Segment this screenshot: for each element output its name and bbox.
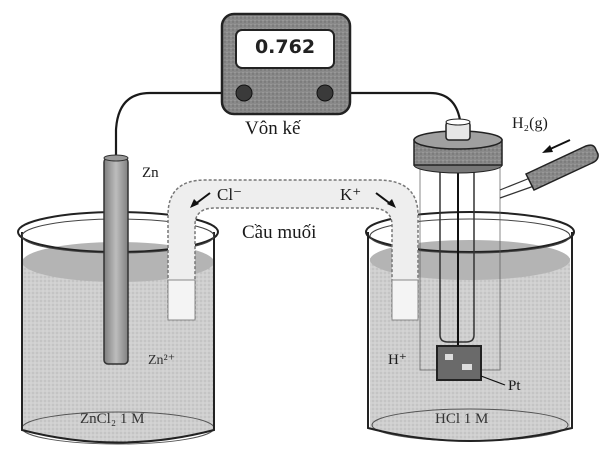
- salt-bridge-label: Cầu muối: [242, 222, 317, 243]
- zinc-electrode-label: Zn: [142, 165, 159, 181]
- hydrogen-ion-label: H⁺: [388, 352, 407, 368]
- voltmeter: [220, 12, 352, 116]
- right-solution-label: HCl 1 M: [435, 411, 489, 427]
- voltmeter-label: Vôn kế: [245, 118, 301, 139]
- pt-leader-line: [480, 375, 506, 386]
- wire-left: [114, 91, 228, 158]
- wire-right: [335, 91, 462, 121]
- salt-bridge: [167, 179, 419, 321]
- gas-flow-arrow: [542, 139, 571, 153]
- potassium-arrow: [375, 192, 396, 208]
- chloride-arrow: [190, 192, 211, 208]
- platinum-electrode-label: Pt: [508, 378, 521, 394]
- gas-inlet-tube: [499, 144, 599, 199]
- voltmeter-reading: 0.762: [254, 36, 316, 58]
- left-solution-label: ZnCl₂ 1 M: [80, 411, 145, 427]
- chloride-ion-label: Cl⁻: [217, 185, 243, 204]
- hydrogen-gas-label: H₂(g): [512, 115, 548, 132]
- zinc-electrode: [103, 154, 129, 365]
- potassium-ion-label: K⁺: [340, 185, 362, 204]
- hydrogen-electrode: [413, 118, 503, 381]
- zinc-ion-label: Zn²⁺: [148, 353, 176, 368]
